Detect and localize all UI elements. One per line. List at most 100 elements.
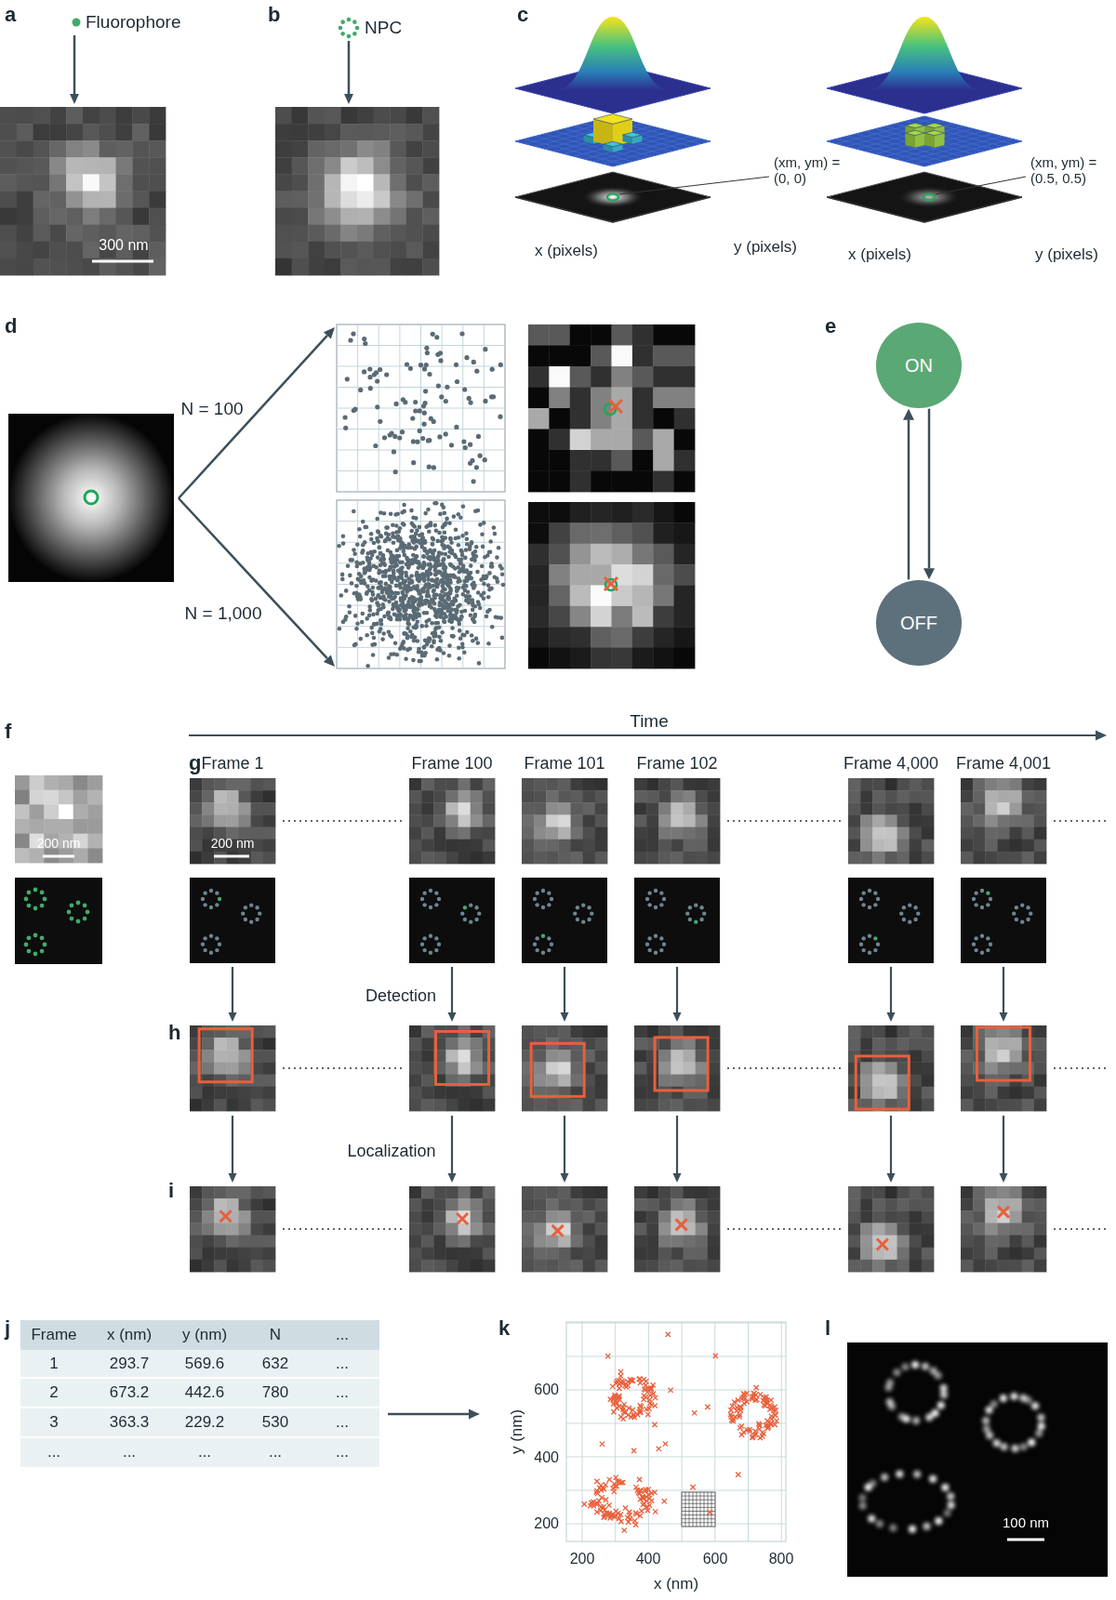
npc-dot	[463, 917, 467, 922]
photon-dot	[414, 624, 420, 630]
photon-dot	[416, 611, 422, 617]
photon-dot	[439, 539, 445, 545]
photon-dot	[360, 611, 366, 617]
pixel	[251, 1099, 265, 1113]
photon-dot	[416, 647, 422, 652]
pixel	[66, 140, 83, 159]
photon-dot	[456, 543, 462, 548]
pixel	[73, 819, 89, 835]
pixel	[340, 173, 358, 192]
pixel	[421, 1210, 435, 1224]
photon-dot	[372, 636, 377, 641]
photon-dot	[422, 554, 427, 559]
photon-dot	[362, 341, 368, 346]
pixel	[548, 522, 571, 545]
pixel	[422, 208, 439, 226]
pixel	[458, 1062, 472, 1076]
pixel	[251, 1087, 265, 1101]
pixel	[239, 1235, 253, 1249]
pixel	[33, 106, 51, 125]
photon-dot	[433, 621, 439, 626]
pixel	[445, 1087, 459, 1101]
pixel	[225, 1025, 240, 1039]
psf-stack	[826, 16, 1023, 223]
pixel	[590, 544, 612, 566]
photon-dot	[364, 591, 370, 597]
photon-dot	[461, 504, 466, 509]
photon-dot	[488, 550, 493, 556]
pixel	[373, 191, 391, 210]
photon-dot	[418, 362, 424, 368]
pixel	[87, 804, 103, 820]
photon-dot	[419, 598, 425, 604]
pixel	[422, 106, 439, 125]
npc-dot	[209, 951, 213, 956]
pixel	[324, 106, 342, 125]
photon-dot	[465, 579, 470, 585]
photon-dot	[343, 414, 348, 420]
pixel	[292, 173, 309, 192]
pixel	[632, 471, 654, 493]
photon-dot	[340, 572, 346, 578]
pixel	[422, 173, 439, 192]
photon-dot	[424, 362, 429, 368]
photon-scatter	[336, 500, 505, 669]
pixel	[324, 241, 342, 260]
pixel	[548, 429, 571, 452]
photon-dot	[377, 419, 383, 425]
pixel	[470, 1037, 484, 1051]
pixel	[482, 814, 496, 828]
pixel	[421, 1222, 435, 1236]
pixel	[445, 1062, 459, 1076]
photon-dot	[409, 529, 414, 534]
pixel	[340, 191, 358, 210]
pixel	[632, 429, 654, 452]
photon-dot	[446, 609, 452, 614]
pixel	[14, 804, 30, 820]
pixel	[73, 790, 89, 806]
pixel	[548, 324, 571, 346]
photon-dot	[454, 593, 460, 598]
pixel-column	[603, 141, 624, 147]
pixel	[570, 648, 592, 670]
photon-dot	[369, 597, 374, 602]
pixel	[548, 450, 571, 472]
pixel	[590, 626, 612, 649]
pixel	[548, 626, 571, 649]
photon-dot	[487, 571, 492, 576]
photon-dot	[436, 571, 441, 576]
photon-dot	[341, 533, 346, 539]
pixel	[652, 408, 675, 430]
pixel	[674, 471, 696, 493]
pixel	[652, 429, 675, 452]
pixel	[29, 819, 45, 835]
pixel	[421, 790, 435, 804]
pixel	[307, 241, 325, 260]
step-arrow-head	[448, 1012, 457, 1023]
photon-scatter	[336, 324, 505, 492]
pixel	[632, 648, 654, 670]
axis-line	[924, 197, 1023, 223]
pixel	[433, 1235, 447, 1249]
pixel	[528, 366, 550, 388]
pixel	[570, 345, 592, 368]
npc-dot	[340, 31, 346, 37]
photon-dot	[432, 558, 438, 563]
photon-dot	[383, 539, 388, 545]
pixel	[373, 225, 391, 243]
photon-dot	[395, 604, 400, 610]
pixel	[16, 157, 34, 175]
photon-dot	[448, 536, 453, 542]
pixel	[570, 450, 592, 472]
pixel	[433, 1210, 447, 1224]
pixel	[58, 819, 74, 835]
pixel	[201, 778, 215, 792]
pixel	[33, 123, 51, 142]
pixel	[275, 208, 293, 226]
pixel	[422, 157, 439, 175]
photon-dot	[462, 583, 467, 588]
pixel	[611, 450, 634, 472]
photon-dot	[419, 538, 425, 544]
photon-dot	[433, 565, 439, 571]
photon-dot	[432, 607, 438, 612]
